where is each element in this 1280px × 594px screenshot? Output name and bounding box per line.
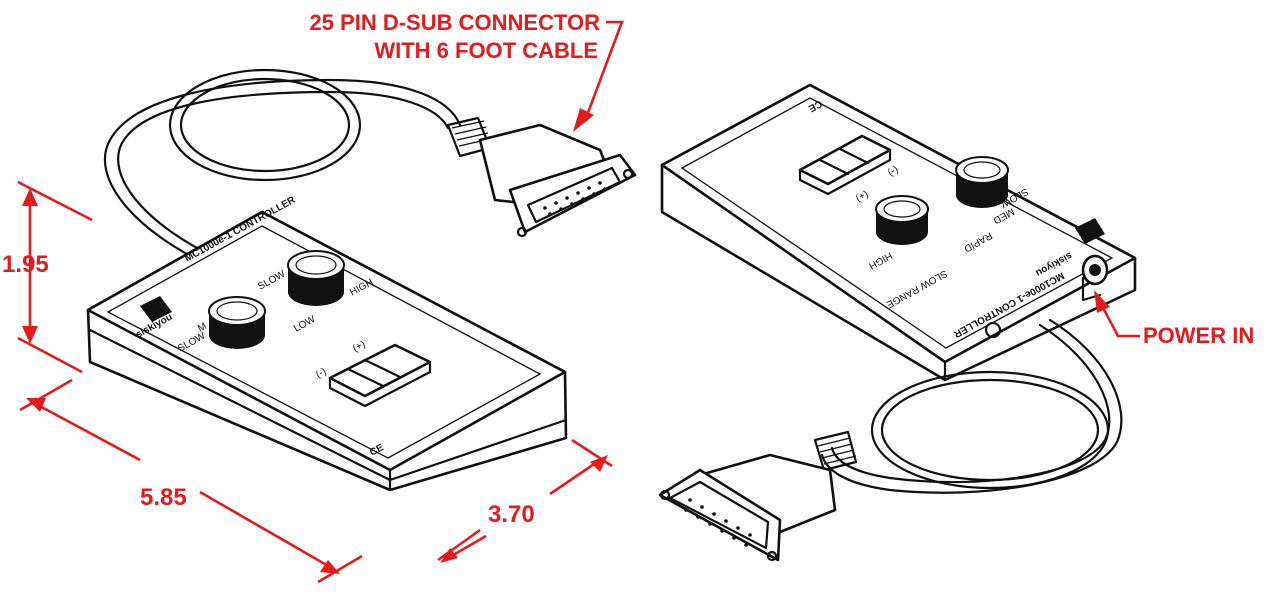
connector-callout-line2: WITH 6 FOOT CABLE xyxy=(374,38,598,63)
rear-unit-rocker-switch[interactable] xyxy=(798,134,892,196)
front-unit-dsub-connector xyxy=(446,116,637,238)
connector-pins-right xyxy=(684,498,752,547)
front-unit-body xyxy=(86,210,568,492)
front-unit-knob-1[interactable] xyxy=(208,296,266,349)
power-in-label: POWER IN xyxy=(1143,323,1254,348)
front-minus-label: (-) xyxy=(314,366,328,380)
power-in-callout: POWER IN xyxy=(1094,290,1254,348)
rear-brand-logo xyxy=(1075,218,1105,244)
width-dimension: 3.70 xyxy=(437,438,613,563)
length-dimension: 5.85 xyxy=(19,378,363,584)
connector-pins-left xyxy=(543,181,607,216)
rear-plus-label: (+) xyxy=(854,189,870,205)
rear-unit-cable xyxy=(820,318,1123,494)
front-unit-knob-2[interactable] xyxy=(287,250,345,306)
connector-arrowhead xyxy=(573,108,594,132)
rear-unit-knob-slow-range[interactable] xyxy=(875,195,929,245)
power-jack xyxy=(1081,254,1109,302)
front-plus-label: (+) xyxy=(351,339,367,355)
height-value: 1.95 xyxy=(2,251,49,278)
rear-minus-label: (-) xyxy=(886,164,900,178)
connector-callout: 25 PIN D-SUB CONNECTOR WITH 6 FOOT CABLE xyxy=(309,10,624,132)
length-value: 5.85 xyxy=(140,484,187,511)
front-unit-rocker-switch[interactable] xyxy=(328,343,432,408)
connector-callout-line1: 25 PIN D-SUB CONNECTOR xyxy=(309,10,600,35)
rear-unit-dsub-connector xyxy=(658,430,858,562)
power-in-arrowhead xyxy=(1094,290,1110,313)
height-dimension: 1.95 xyxy=(2,180,93,374)
front-unit-cable xyxy=(103,68,462,270)
width-value: 3.70 xyxy=(488,501,535,528)
rear-unit-knob-speed[interactable] xyxy=(955,156,1009,208)
